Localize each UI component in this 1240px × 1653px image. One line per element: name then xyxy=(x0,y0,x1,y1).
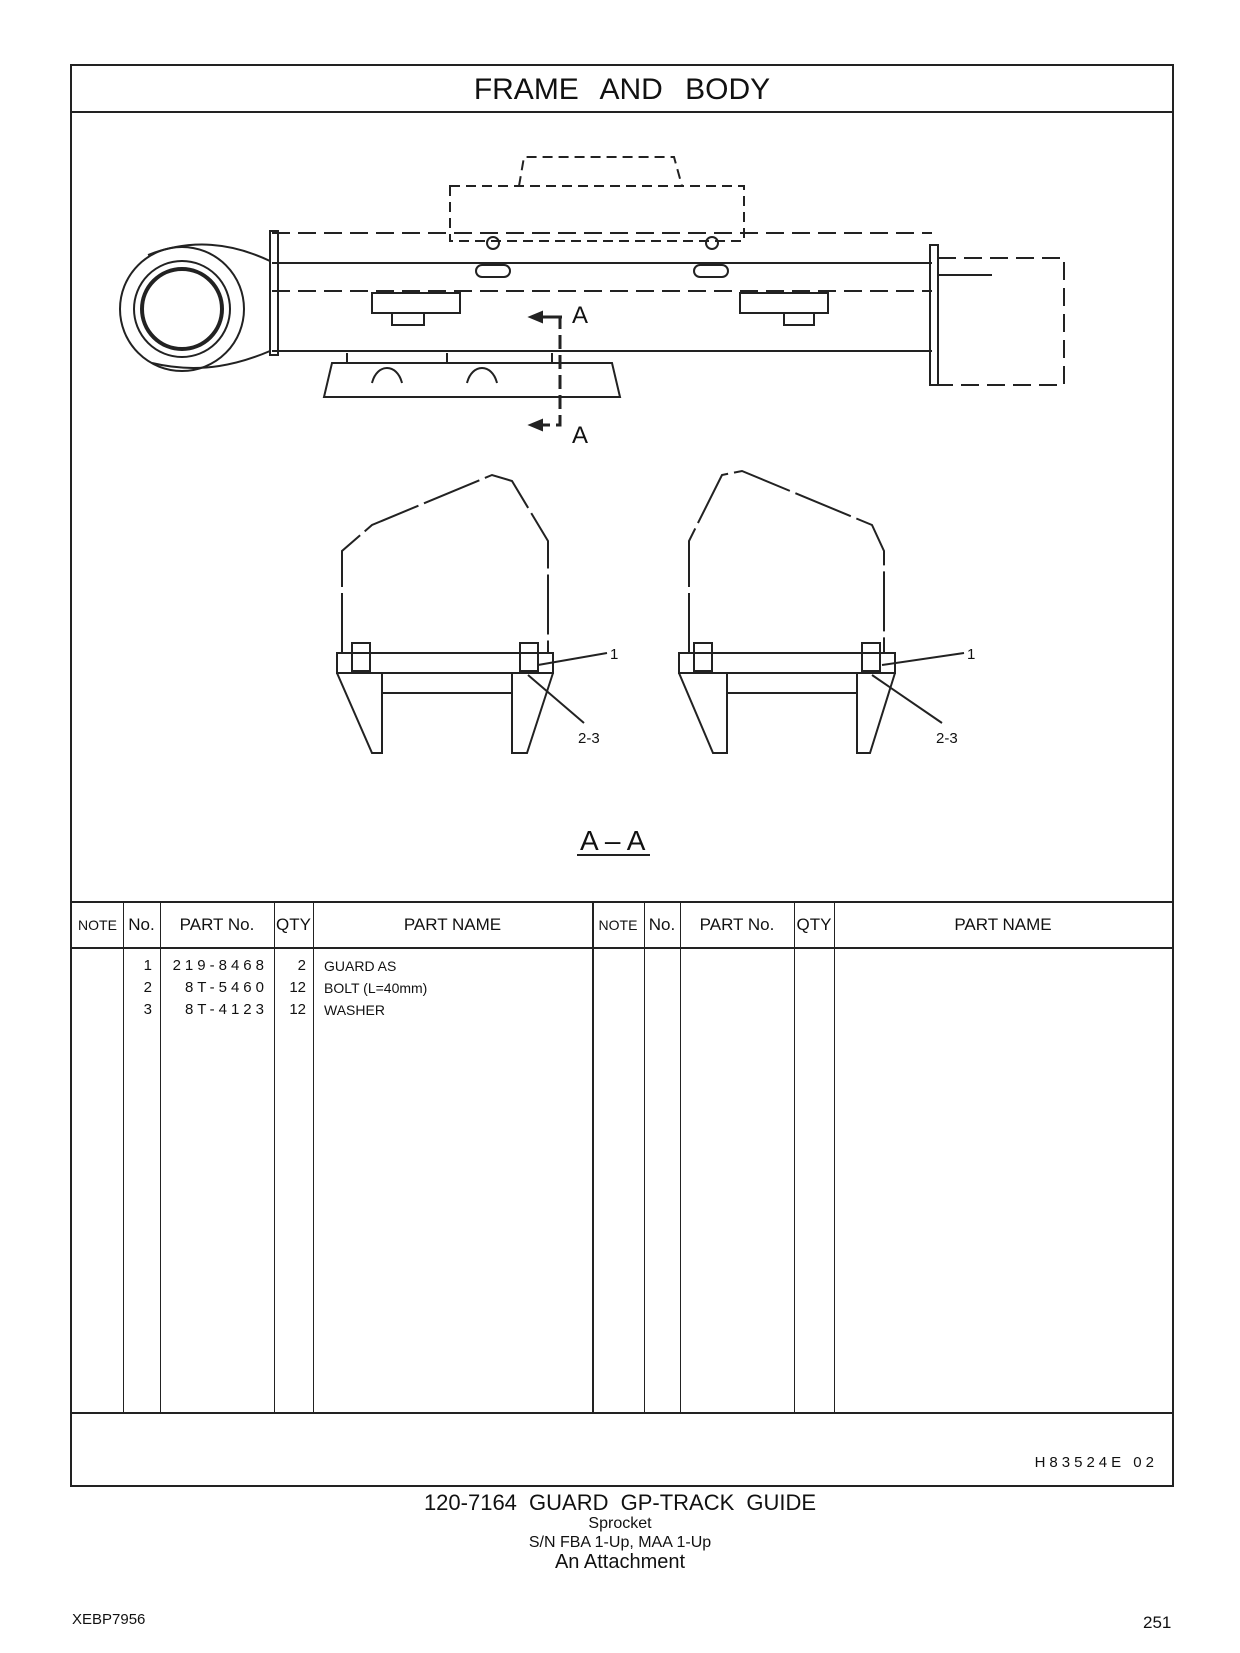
header-no: No. xyxy=(128,915,155,934)
table-row: 1 219-8468 2 GUARD AS xyxy=(72,955,1172,977)
col-divider xyxy=(680,903,681,1412)
row-part-name: BOLT (L=40mm) xyxy=(324,980,428,996)
header-part-no: PART No. xyxy=(179,915,255,934)
group-subtitle: Sprocket xyxy=(588,1515,652,1532)
col-divider xyxy=(160,903,161,1412)
row-qty: 12 xyxy=(289,979,306,996)
row-part-name: GUARD AS xyxy=(324,958,397,974)
parts-illustration: A A A – A 1 2-3 1 2-3 xyxy=(72,113,1172,901)
serial-range: S/N FBA 1-Up, MAA 1-Up xyxy=(528,1534,712,1551)
section-label-bottom: A xyxy=(572,422,588,449)
table-row: 2 8T-5460 12 BOLT (L=40mm) xyxy=(72,977,1172,999)
table-header: NOTE No. PART No. QTY PART NAME NOTE No.… xyxy=(72,903,1172,949)
col-divider xyxy=(644,903,645,1412)
row-no: 2 xyxy=(143,979,152,996)
header-qty-2: QTY xyxy=(796,915,832,934)
row-no: 3 xyxy=(143,1001,152,1018)
header-part-no-2: PART No. xyxy=(699,915,775,934)
document-id: XEBP7956 xyxy=(72,1611,146,1628)
page-number: 251 xyxy=(1143,1613,1172,1632)
attachment-note: An Attachment xyxy=(554,1551,686,1573)
page-title: FRAME AND BODY xyxy=(72,66,1172,113)
row-part-name: WASHER xyxy=(324,1002,385,1018)
header-note: NOTE xyxy=(78,917,117,933)
header-part-name: PART NAME xyxy=(403,915,502,934)
col-divider xyxy=(592,903,594,1412)
parts-page-frame: FRAME AND BODY xyxy=(70,64,1174,1487)
callout-left-2-3: 2-3 xyxy=(578,730,600,747)
frame-illustration-svg: A A A – A 1 2-3 1 2-3 xyxy=(119,156,1065,856)
col-divider xyxy=(123,903,124,1412)
section-view-title: A – A xyxy=(580,825,646,856)
col-divider xyxy=(794,903,795,1412)
table-row: 3 8T-4123 12 WASHER xyxy=(72,999,1172,1021)
parts-table: NOTE No. PART No. QTY PART NAME NOTE No.… xyxy=(72,901,1172,1414)
header-no-2: No. xyxy=(648,915,676,934)
header-qty: QTY xyxy=(276,915,311,934)
callout-left-1: 1 xyxy=(610,646,618,663)
row-no: 1 xyxy=(143,957,152,974)
col-divider xyxy=(274,903,275,1412)
header-part-name-2: PART NAME xyxy=(954,915,1052,934)
row-part-no: 8T-4123 xyxy=(184,1001,268,1018)
row-part-no: 219-8468 xyxy=(172,957,268,974)
drawing-number: H83524E 02 xyxy=(1034,1454,1158,1471)
row-part-no: 8T-5460 xyxy=(184,979,268,996)
col-divider xyxy=(313,903,314,1412)
section-label-top: A xyxy=(572,302,588,329)
header-note-2: NOTE xyxy=(598,917,638,933)
callout-right-2-3: 2-3 xyxy=(936,730,958,747)
callout-right-1: 1 xyxy=(967,646,975,663)
group-title: 120-7164 GUARD GP-TRACK GUIDE xyxy=(423,1490,817,1515)
row-qty: 2 xyxy=(297,957,306,974)
row-qty: 12 xyxy=(289,1001,306,1018)
col-divider xyxy=(834,903,835,1412)
